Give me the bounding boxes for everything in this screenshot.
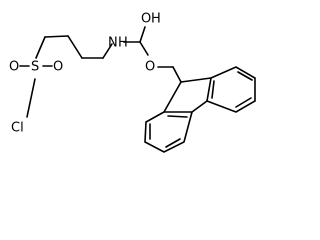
atom-label-o-sulfonyl-2: O [53,60,63,75]
atom-label-s: S [31,60,39,75]
atom-label-n: N [108,36,118,51]
benzene-ring-right [206,66,256,113]
atom-label-o-ester: O [145,60,155,75]
structure-diagram: Cl S O O N H O H O [9,11,256,153]
bond-c1-c2 [44,35,69,38]
atom-label-h: H [118,36,128,51]
bond-right-double-3 [211,80,215,99]
bond-left-double-3 [167,115,188,118]
molecule-drawing: Cl S O O N H O H O [9,12,256,153]
benzene-ring-left [144,111,194,153]
bond-ch2-c9 [172,66,182,83]
bond-left-double-2 [165,138,181,148]
bond-s-cl [26,78,36,118]
atom-label-o-hydroxyl: O [141,12,151,27]
bond-s-c1 [35,36,46,59]
bond-biphenyl-link [191,100,208,113]
atom-label-o-sulfonyl-1: O [9,60,19,75]
bond-c9-left-ring [163,81,182,113]
atom-label-cl: Cl [11,121,24,136]
bond-ccarb-ohydroxyl [139,26,146,43]
bond-ccarb-oester [139,41,149,56]
bond-c4-n [102,43,113,59]
atom-label-h-hydroxyl: H [151,12,161,27]
bond-right-double-2 [235,97,252,108]
bond-right-double-1 [237,71,253,81]
bond-c9-right-ring [180,77,212,83]
bond-c2-c3 [67,35,83,59]
